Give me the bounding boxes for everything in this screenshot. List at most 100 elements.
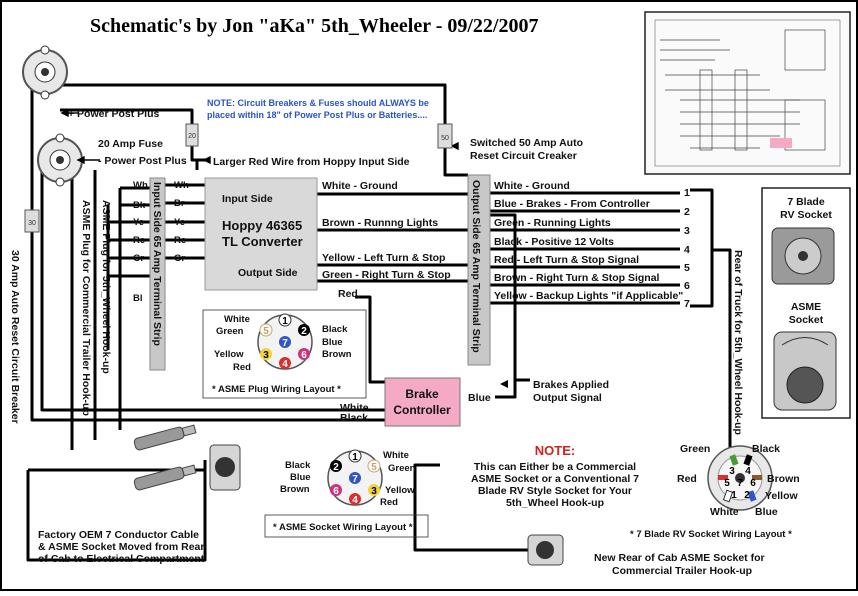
converter-terminal-re: Re: [174, 235, 186, 246]
asme-socket-photo-label-1: ASME: [791, 301, 821, 313]
svg-text:Black: Black: [322, 324, 348, 335]
svg-text:7: 7: [737, 478, 743, 489]
output-wire-1: White - Ground: [494, 180, 570, 192]
input-terminal-re: Re: [133, 235, 145, 246]
factory-oem-label-1: Factory OEM 7 Conductor Cable: [38, 529, 199, 541]
svg-text:5: 5: [371, 462, 377, 473]
svg-text:5: 5: [724, 478, 730, 489]
converter-input-side-label: Input Side: [222, 193, 273, 205]
converter-terminal-ye: Ye: [174, 217, 185, 228]
svg-text:Black: Black: [285, 460, 311, 471]
svg-text:Brown: Brown: [767, 473, 800, 485]
input-terminal-strip: Input Side 65 Amp Terminal Strip: [149, 177, 166, 371]
output-num-3: 3: [684, 225, 690, 237]
output-num-4: 4: [684, 244, 690, 256]
svg-text:ASME Socket or a Conventional: ASME Socket or a Conventional 7: [471, 473, 639, 485]
svg-text:This can Either be a Commercia: This can Either be a Commercial: [474, 461, 636, 473]
fuse-number: 20: [188, 133, 196, 140]
output-wire-2: Blue - Brakes - From Controller: [494, 198, 650, 210]
svg-text:Blade RV Style Socket for Your: Blade RV Style Socket for Your: [478, 485, 632, 497]
converter-terminal-labels: Wh Br Ye Re Gr: [174, 180, 189, 264]
asme-plug-images: [133, 424, 564, 566]
asme-plug-commercial-label: ASME Plug for Commercial Trailer Hook-up: [80, 200, 92, 416]
brakes-applied-label-2: Output Signal: [533, 392, 602, 404]
output-wire-5: Red - Left Turn & Stop Signal: [494, 254, 639, 266]
switched-breaker-label-2: Reset Circuit Creaker: [470, 150, 577, 162]
breaker-30-number: 30: [28, 220, 36, 227]
svg-text:* ASME Socket Wiring Layout *: * ASME Socket Wiring Layout *: [273, 522, 413, 533]
output-terminal-strip: Output Side 65 Amp Terminal Strip: [467, 174, 491, 366]
svg-text:6: 6: [301, 350, 307, 361]
svg-text:Red: Red: [233, 362, 251, 373]
svg-text:Red: Red: [380, 497, 398, 508]
new-rear-label-1: New Rear of Cab ASME Socket for: [594, 552, 765, 564]
power-post-plus-top: [22, 45, 68, 100]
svg-text:Red: Red: [677, 473, 697, 485]
rv-socket-photo-label-1: 7 Blade: [787, 196, 825, 208]
svg-text:Blue: Blue: [755, 506, 778, 518]
svg-text:Blue: Blue: [322, 337, 343, 348]
svg-text:Green: Green: [388, 463, 416, 474]
svg-text:1: 1: [282, 316, 288, 327]
svg-text:7: 7: [352, 474, 358, 485]
brake-controller-label-2: Controller: [393, 403, 451, 417]
output-wire-4: Black - Positive 12 Volts: [494, 236, 614, 248]
asme-socket-photo-label-2: Socket: [789, 314, 824, 326]
blue-label: Blue: [468, 392, 491, 404]
rear-truck-label: Rear of Truck for 5th_Wheel Hook-up: [732, 250, 744, 435]
output-wire-7: Yellow - Backup Lights "if Applicable": [494, 290, 683, 302]
input-terminal-gr: Gr: [133, 253, 144, 264]
svg-text:2: 2: [333, 462, 339, 473]
hoppy-converter: Input Side Hoppy 46365 TL Converter Outp…: [204, 177, 318, 291]
breaker-note-line-2: placed within 18" of Power Post Plus or …: [207, 110, 427, 120]
svg-text:4: 4: [282, 359, 288, 370]
svg-text:6: 6: [333, 486, 339, 497]
brakes-applied-label-1: Brakes Applied: [533, 379, 609, 391]
converter-output-side-label: Output Side: [238, 267, 298, 279]
thumbnail-preview: [644, 11, 851, 175]
converter-terminal-br: Br: [174, 198, 185, 209]
output-num-7: 7: [684, 298, 690, 310]
breaker-50-number: 50: [441, 135, 449, 142]
mid-wire-yellow: Yellow - Left Turn & Stop: [322, 252, 445, 264]
red-to-brake-label: Red: [338, 288, 358, 300]
breaker-30a: 30: [24, 209, 40, 233]
fuse-20a: 20: [185, 123, 199, 147]
svg-text:3: 3: [371, 486, 377, 497]
black-label: Black: [340, 412, 368, 424]
svg-text:3: 3: [263, 350, 269, 361]
output-wire-labels: White - Ground Blue - Brakes - From Cont…: [494, 180, 690, 310]
input-terminal-bl: Bl: [133, 293, 143, 304]
svg-text:Green: Green: [216, 326, 244, 337]
svg-text:5th_Wheel Hook-up: 5th_Wheel Hook-up: [506, 497, 604, 509]
output-wire-6: Brown - Right Turn & Stop Signal: [494, 272, 660, 284]
input-strip-label: Input Side 65 Amp Terminal Strip: [151, 182, 163, 346]
socket-note: NOTE: This can Either be a Commercial AS…: [471, 443, 639, 509]
breaker-50a: 50: [437, 123, 453, 149]
diagram-title: Schematic's by Jon "aKa" 5th_Wheeler - 0…: [90, 15, 539, 37]
asme-plug-layout: 1 5 2 7 3 6 4 White Green Yellow Red Bla…: [202, 309, 367, 399]
brake-controller: Brake Controller: [384, 377, 461, 427]
asme-socket-layout: 1 2 5 7 6 3 4 Black Blue Brown White Gre…: [264, 449, 429, 538]
rv-socket-layout: 3 4 5 7 6 1 2 Green Black Red Brown Yell…: [630, 443, 800, 540]
new-rear-label-2: Commercial Trailer Hook-up: [612, 565, 752, 577]
factory-oem-label-3: of Cab to Electrical Compartment: [38, 553, 205, 565]
svg-text:1: 1: [731, 490, 737, 501]
breaker-30-label: 30 Amp Auto Reset Circuit Breaker: [9, 250, 21, 424]
brake-controller-label-1: Brake: [405, 387, 439, 401]
converter-output-wire-labels: White - Ground Brown - Runnng Lights Yel…: [322, 180, 451, 300]
factory-oem-label-2: & ASME Socket Moved from Rear: [38, 541, 204, 553]
svg-text:2: 2: [744, 490, 750, 501]
input-terminal-ye: Ye: [133, 217, 144, 228]
fuse-label: 20 Amp Fuse: [98, 138, 163, 150]
converter-name-1: Hoppy 46365: [222, 218, 302, 233]
svg-text:2: 2: [301, 326, 307, 337]
asme-plug-5th-label: ASME Plug for 5th_Wheel Hook-up: [100, 200, 112, 374]
converter-terminal-wh: Wh: [174, 180, 189, 191]
svg-text:Yellow: Yellow: [765, 490, 799, 502]
svg-text:Green: Green: [680, 443, 710, 455]
input-terminal-bk: Bk: [133, 200, 146, 211]
output-wire-3: Green - Running Lights: [494, 217, 611, 229]
